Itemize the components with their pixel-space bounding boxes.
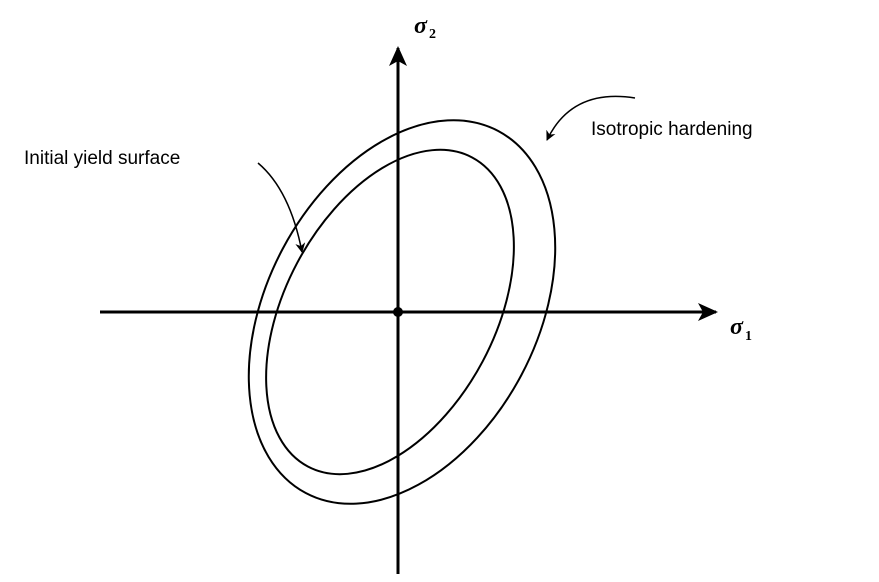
sigma2-axis-arrowhead (389, 46, 407, 66)
sigma1-axis-arrowhead (698, 303, 718, 321)
isotropic-hardening-ellipse (247, 119, 557, 505)
initial-yield-surface-label: Initial yield surface (24, 148, 180, 169)
origin-point (393, 307, 403, 317)
initial-yield-leader-arrow (257, 162, 306, 253)
isotropic-hardening-leader-arrow (546, 95, 636, 141)
sigma2-axis-label: σ (414, 13, 428, 39)
sigma1-axis-label: σ (730, 314, 744, 340)
sigma1-axis-subscript: 1 (745, 329, 752, 344)
isotropic-hardening-label: Isotropic hardening (591, 119, 753, 140)
sigma2-axis-subscript: 2 (429, 27, 436, 42)
initial-yield-surface-ellipse (265, 148, 515, 476)
